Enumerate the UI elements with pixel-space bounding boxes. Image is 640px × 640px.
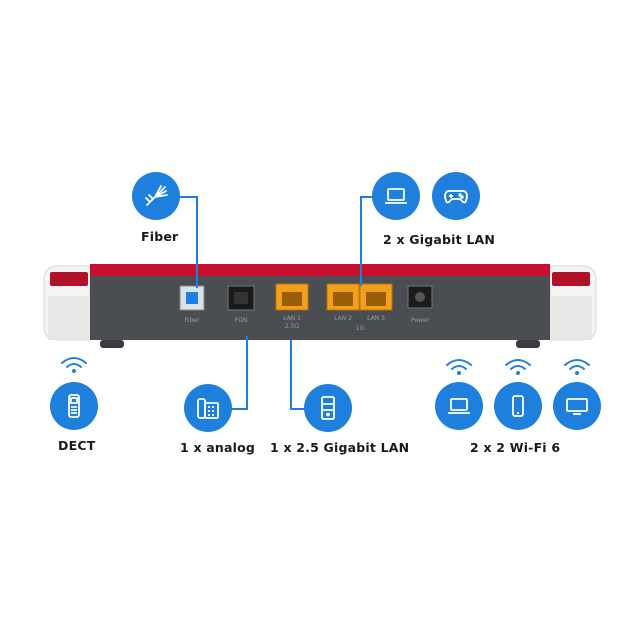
lan-connector-line-h (360, 196, 374, 198)
router-back-panel: Fiber FON LAN 1 2.5G LAN 2 LAN 3 1G Powe… (43, 264, 597, 348)
server-icon (304, 384, 352, 432)
desk-phone-icon (184, 384, 232, 432)
cordless-phone-icon (50, 382, 98, 430)
analog-connector-line-h (230, 408, 248, 410)
fon-port (227, 285, 255, 311)
fiber-connector-line-v (196, 196, 198, 288)
lan25-label: 1 x 2.5 Gigabit LAN (270, 440, 410, 455)
port-label-lan2: LAN 2 (334, 315, 352, 322)
wifi-signal-icon (564, 359, 590, 375)
wifi-label: 2 x 2 Wi-Fi 6 (470, 440, 561, 455)
gigabit-lan-label: 2 x Gigabit LAN (383, 232, 496, 247)
analog-label: 1 x analog (180, 440, 256, 455)
fiber-icon (132, 172, 180, 220)
lan2-port (326, 283, 360, 311)
laptop-icon (435, 382, 483, 430)
fiber-label: Fiber (141, 229, 179, 244)
port-label-fon: FON (235, 317, 248, 324)
fiber-connector-line (176, 196, 198, 198)
laptop-icon (372, 172, 420, 220)
port-label-lan-sub: 1G (356, 325, 365, 332)
wifi-signal-icon (446, 359, 472, 375)
lan-connector-line-v (360, 196, 362, 286)
lan25-connector-line-v (290, 340, 292, 410)
lan1-port (275, 283, 309, 311)
port-label-fiber: Fiber (185, 317, 200, 324)
lan25-connector-line-h (290, 408, 308, 410)
smartphone-icon (494, 382, 542, 430)
port-label-lan1-speed: 2.5G (285, 323, 300, 330)
power-port (407, 285, 433, 309)
gamepad-icon (432, 172, 480, 220)
dect-label: DECT (58, 438, 96, 453)
fiber-port (179, 285, 205, 311)
analog-connector-line-v (246, 336, 248, 410)
port-label-lan3: LAN 3 (367, 315, 385, 322)
lan3-port (359, 283, 393, 311)
wifi-signal-icon (61, 357, 87, 373)
monitor-icon (553, 382, 601, 430)
port-label-lan1: LAN 1 (283, 315, 301, 322)
port-label-power: Power (411, 317, 430, 324)
wifi-signal-icon (505, 359, 531, 375)
